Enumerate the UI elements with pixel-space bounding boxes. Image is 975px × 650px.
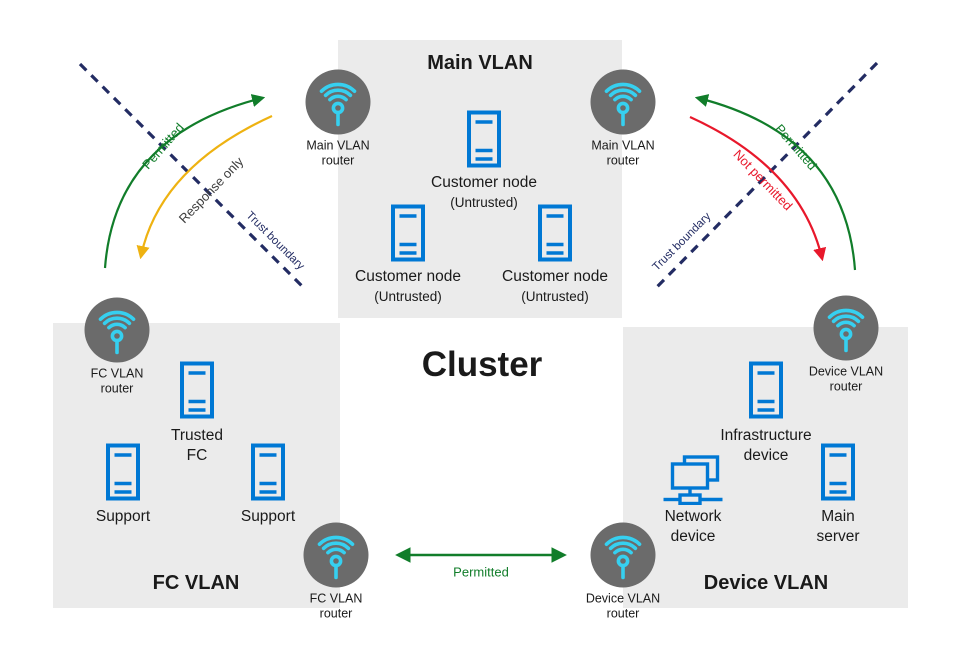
customer-node-left <box>391 204 425 262</box>
network-device-node <box>663 455 723 506</box>
support-left-label: Support <box>95 508 151 525</box>
trusted-fc-label: Trusted FC <box>171 427 223 464</box>
main-vlan-title: Main VLAN <box>427 52 533 74</box>
left-response-only-label: Response only <box>175 153 247 227</box>
main-server-node <box>821 443 855 501</box>
infrastructure-device-label: Infrastructure device <box>720 427 812 464</box>
server-icon <box>538 204 572 262</box>
customer-node-right <box>538 204 572 262</box>
server-icon <box>251 443 285 501</box>
fc-vlan-box <box>53 323 340 608</box>
network-device-icon <box>663 455 723 506</box>
main-server-label: Main server <box>816 508 860 545</box>
wifi-router-icon <box>84 297 150 363</box>
bottom-permitted-label: Permitted <box>453 564 509 580</box>
right-not-permitted-label: Not permitted <box>730 146 796 214</box>
server-icon <box>106 443 140 501</box>
network-device-label: Network device <box>664 508 722 545</box>
wifi-router-icon <box>305 69 371 135</box>
server-icon <box>821 443 855 501</box>
server-icon <box>749 361 783 419</box>
right-permitted-label: Permitted <box>772 121 820 173</box>
right-trust-boundary-label: Trust boundary <box>650 210 714 274</box>
fc-vlan-title: FC VLAN <box>152 572 240 594</box>
wifi-router-icon <box>303 522 369 588</box>
left-trust-boundary-label: Trust boundary <box>243 209 307 273</box>
device-vlan-title: Device VLAN <box>703 572 829 594</box>
support-node-right <box>251 443 285 501</box>
wifi-router-icon <box>590 522 656 588</box>
arrow-right-not-permitted <box>689 115 827 262</box>
customer-node-left-label: Customer node (Untrusted) <box>355 268 461 304</box>
main-vlan-box <box>338 40 622 318</box>
support-right-label: Support <box>240 508 296 525</box>
wifi-router-icon <box>590 69 656 135</box>
server-icon <box>467 110 501 168</box>
customer-node-right-label: Customer node (Untrusted) <box>502 268 608 304</box>
server-icon <box>180 361 214 419</box>
trusted-fc-node <box>180 361 214 419</box>
trust-boundary-left-line <box>78 62 308 292</box>
wifi-router-icon <box>813 295 879 361</box>
infrastructure-device-node <box>749 361 783 419</box>
customer-node-top <box>467 110 501 168</box>
customer-node-top-label: Customer node (Untrusted) <box>431 174 537 210</box>
cluster-title: Cluster <box>421 345 543 384</box>
arrow-left-permitted <box>103 94 266 269</box>
server-icon <box>391 204 425 262</box>
support-node-left <box>106 443 140 501</box>
left-permitted-label: Permitted <box>139 120 187 172</box>
